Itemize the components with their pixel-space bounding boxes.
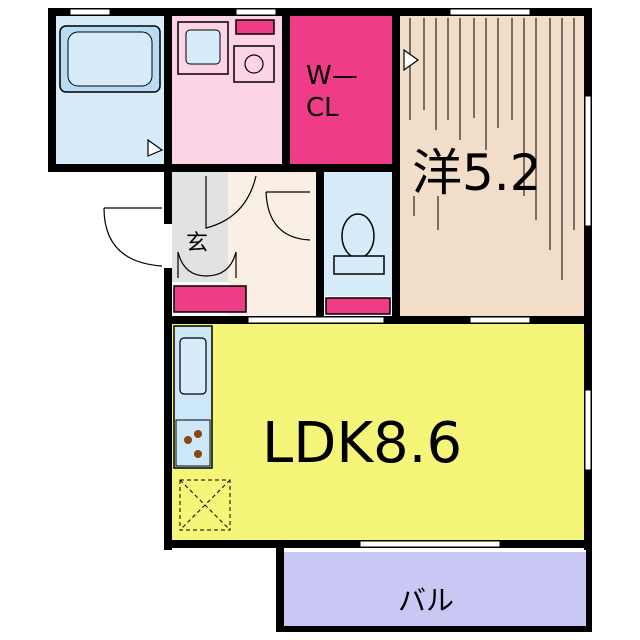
window <box>449 8 531 16</box>
refrigerator-cross <box>179 479 231 531</box>
windows <box>69 8 592 548</box>
western-floor-lines <box>409 18 575 280</box>
western-room-floor <box>398 14 586 318</box>
wash-basin-bowl <box>185 29 221 65</box>
balcony-floor <box>284 552 586 628</box>
bathtub-inner <box>67 31 153 87</box>
washing-machine-pan <box>233 45 275 83</box>
shoe-storage <box>173 285 247 313</box>
toilet-shelf <box>325 297 391 315</box>
burner-icon <box>184 436 192 444</box>
doors <box>103 48 420 278</box>
window <box>584 95 592 227</box>
entrance-door <box>103 207 163 267</box>
western-room-door <box>403 48 420 72</box>
kitchen-sink <box>179 337 207 395</box>
bath-door <box>147 138 164 157</box>
balcony-label: バル <box>398 584 454 617</box>
toilet-tank <box>333 255 385 275</box>
window <box>69 8 111 16</box>
entrance-label: 玄 <box>186 231 208 256</box>
burner-icon <box>194 450 202 458</box>
window <box>469 316 531 324</box>
toilet-bowl <box>341 213 375 259</box>
wic-label-line1: W— <box>306 61 358 91</box>
window <box>247 316 385 324</box>
washroom-shelf <box>235 19 275 35</box>
burner-icon <box>194 430 202 438</box>
western-room-label: 洋5.2 <box>412 144 542 202</box>
window <box>359 540 501 548</box>
toilet-door <box>265 191 311 241</box>
entrance-floor <box>172 170 228 282</box>
window <box>235 8 277 16</box>
walk-in-closet <box>290 14 392 164</box>
stove <box>175 419 211 467</box>
entrance-inner-door <box>205 175 257 229</box>
wic-label-line2: CL <box>306 93 339 123</box>
ldk-label: LDK8.6 <box>262 411 462 476</box>
window <box>584 389 592 471</box>
washing-machine-drain <box>244 54 264 74</box>
entrance-shoe-door <box>177 251 237 277</box>
ldk-floor <box>172 324 584 540</box>
